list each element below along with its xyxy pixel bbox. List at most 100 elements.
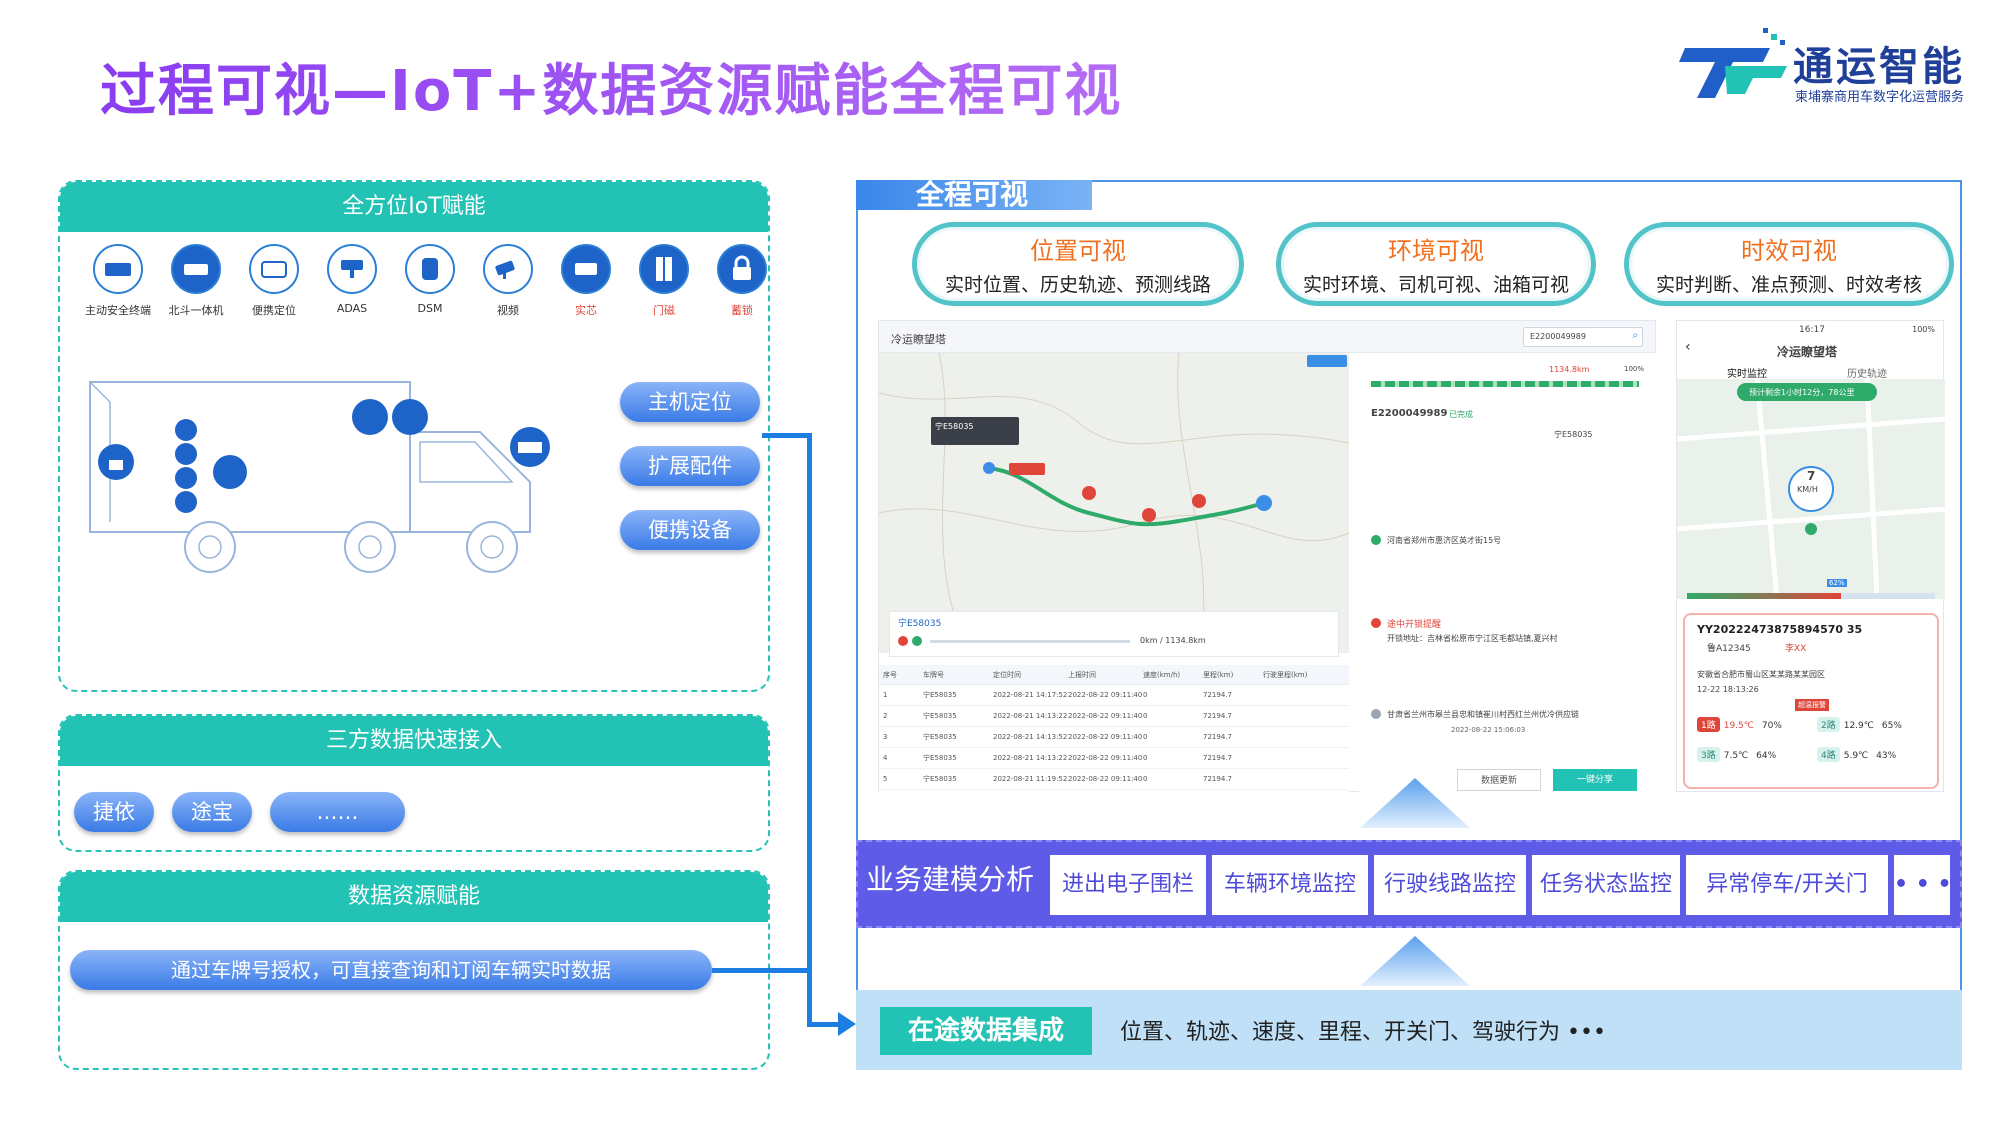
monitor-search-input[interactable]: E2200049989 ⌕ [1523, 327, 1643, 347]
order-total-km: 1134.8km [1549, 365, 1590, 374]
order-detail: 1134.8km 100% E2200049989 已完成 宁E58035 河南… [1359, 353, 1657, 793]
capsule-location: 位置可视 实时位置、历史轨迹、预测线路 [912, 222, 1244, 306]
table-cell: 2022-08-22 09:11:40 [1068, 733, 1143, 741]
table-cell: 宁E58035 [923, 733, 957, 741]
iot-icon-label: DSM [417, 302, 443, 315]
resource-panel: 数据资源赋能 通过车牌号授权，可直接查询和订阅车辆实时数据 [58, 870, 770, 1070]
door-sensor-icon [639, 244, 689, 294]
pill-host-location[interactable]: 主机定位 [620, 382, 760, 422]
iot-icon-cell: 实芯 [546, 244, 626, 318]
stop-icon[interactable] [898, 636, 908, 646]
table-header-cell: 行驶里程(km) [1263, 671, 1308, 679]
pill-extension-parts[interactable]: 扩展配件 [620, 446, 760, 486]
table-cell: 5 [883, 775, 888, 783]
table-cell: 宁E58035 [923, 754, 957, 762]
mobile-tab-history[interactable]: 历史轨迹 [1847, 369, 1887, 380]
playback-distance: 0km / 1134.8km [1140, 636, 1206, 645]
table-header-cell: 定位时间 [993, 671, 1021, 679]
biz-task-status[interactable]: 任务状态监控 [1532, 855, 1680, 915]
business-label: 业务建模分析 [866, 863, 1035, 896]
back-icon[interactable]: ‹ [1685, 339, 1691, 355]
beidou-device-icon [171, 244, 221, 294]
table-cell [1259, 769, 1349, 789]
iot-icon-label: 主动安全终端 [85, 304, 151, 317]
temperature-zone: 3路 [1697, 747, 1720, 762]
table-cell: 宁E58035 [923, 691, 957, 699]
biz-more[interactable]: • • • [1894, 855, 1952, 915]
capsule-environment: 环境可视 实时环境、司机可视、油箱可视 [1276, 222, 1596, 306]
table-cell: 4 [883, 754, 888, 762]
table-cell: 1 [883, 691, 888, 699]
mobile-order-card[interactable]: YY20222473875894570 35 鲁A12345 李XX 安徽省合肥… [1683, 613, 1939, 789]
route-map[interactable] [878, 352, 1350, 654]
mobile-speed-value: 7 [1807, 469, 1816, 483]
play-icon[interactable] [912, 636, 922, 646]
iot-icon-label: 视频 [497, 304, 519, 317]
playback-plate: 宁E58035 [898, 619, 942, 629]
table-cell: 72194.7 [1203, 691, 1232, 699]
table-cell: 2022-08-21 14:17:52 [993, 691, 1068, 699]
biz-vehicle-env[interactable]: 车辆环境监控 [1212, 855, 1368, 915]
table-cell: 2022-08-22 09:11:40 [1068, 775, 1143, 783]
table-cell: 72194.7 [1203, 775, 1232, 783]
pill-jieyi[interactable]: 捷依 [74, 792, 154, 832]
iot-icon-cell: 便携定位 [234, 244, 314, 318]
brand-logo: 通运智能 柬埔寨商用车数字化运营服务 [1675, 26, 1985, 106]
logo-mark-icon [1679, 28, 1787, 98]
mobile-time: 16:17 [1799, 325, 1825, 335]
capsule-title: 位置可视 [1030, 237, 1126, 265]
biz-route[interactable]: 行驶线路监控 [1374, 855, 1526, 915]
mobile-speed-unit: KM/H [1797, 485, 1818, 494]
playback-slider[interactable] [930, 640, 1130, 643]
mobile-map[interactable] [1676, 378, 1946, 600]
table-cell: 2022-08-21 11:19:52 [993, 775, 1068, 783]
portable-locator-icon [249, 244, 299, 294]
lock-icon [717, 244, 767, 294]
table-cell: 0 [1143, 691, 1148, 699]
pill-plate-authorization[interactable]: 通过车牌号授权，可直接查询和订阅车辆实时数据 [70, 950, 712, 990]
mobile-alarm: 超温报警 [1795, 699, 1829, 711]
data-integration-label: 在途数据集成 [880, 1007, 1092, 1055]
mobile-battery: 100% [1912, 325, 1935, 334]
pill-portable-device[interactable]: 便携设备 [620, 510, 760, 550]
order-progress-bar [1371, 381, 1639, 387]
iot-panel: 全方位IoT赋能 主动安全终端 北斗一体机 便携定位 ADAS DSM 视频 实… [58, 180, 770, 692]
biz-abnormal-stop[interactable]: 异常停车/开关门 [1686, 855, 1888, 915]
video-camera-icon [483, 244, 533, 294]
table-cell: 2022-08-21 14:13:22 [993, 754, 1068, 762]
monitor-app-title: 冷运瞭望塔 [891, 333, 946, 346]
table-cell: 宁E58035 [923, 775, 957, 783]
refresh-button[interactable]: 数据更新 [1457, 769, 1541, 791]
alarm-title: 途中开锁提醒 [1387, 620, 1442, 630]
truck-illustration [89, 381, 550, 573]
data-integration-text: 位置、轨迹、速度、里程、开关门、驾驶行为 ••• [1120, 1020, 1606, 1045]
connector-line [807, 1022, 843, 1027]
thirdparty-panel: 三方数据快速接入 捷依 途宝 …… [58, 714, 770, 852]
mobile-progress-label: 62% [1827, 579, 1847, 587]
iot-icon-cell: 门磁 [624, 244, 704, 318]
table-cell: 72194.7 [1203, 754, 1232, 762]
mobile-tab-realtime[interactable]: 实时监控 [1727, 369, 1767, 380]
arrow-right-icon [838, 1012, 856, 1036]
route-to: 甘肃省兰州市皋兰县忠和镇崔川村西红兰州优冷供应链 [1387, 710, 1579, 719]
pill-tubao[interactable]: 途宝 [172, 792, 252, 832]
search-icon[interactable]: ⌕ [1632, 330, 1638, 341]
playback-bar[interactable]: 宁E58035 0km / 1134.8km [889, 611, 1339, 657]
table-cell: 2022-08-21 14:13:52 [993, 733, 1068, 741]
humidity-value: 64% [1756, 751, 1777, 761]
alarm-address: 开锁地址：吉林省松原市宁江区毛都站镇,夏兴村 [1387, 634, 1558, 643]
biz-geofence[interactable]: 进出电子围栏 [1050, 855, 1206, 915]
pill-more[interactable]: …… [270, 792, 405, 832]
temperature-value: 12.9℃ [1843, 721, 1874, 731]
temperature-value: 5.9℃ [1843, 751, 1869, 761]
share-button[interactable]: 一键分享 [1553, 769, 1637, 791]
